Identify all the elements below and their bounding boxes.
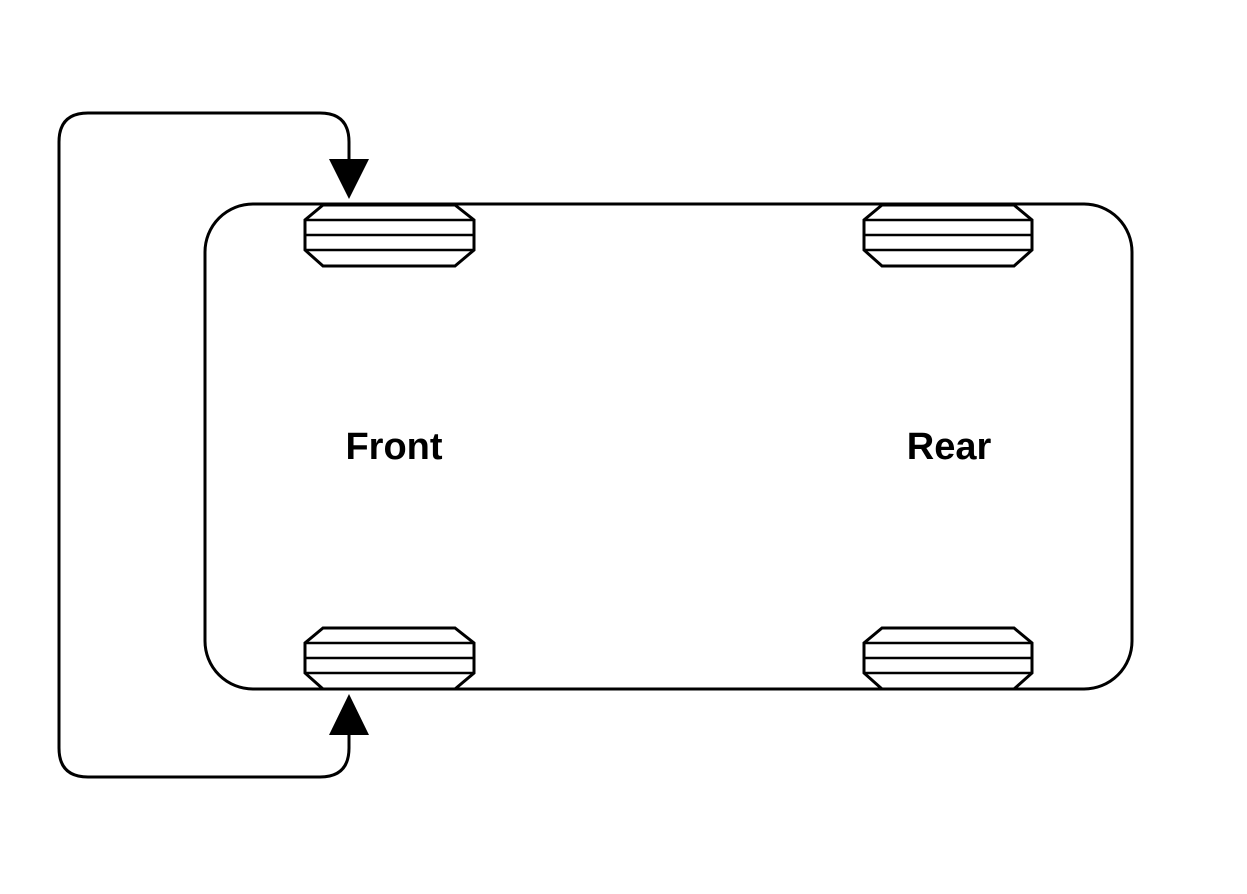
tire-rear-top xyxy=(862,203,1034,268)
arrow-down-icon xyxy=(329,159,369,199)
front-label: Front xyxy=(345,426,442,468)
vehicle-body xyxy=(203,202,1134,691)
tire-front-top xyxy=(303,203,476,268)
rear-label: Rear xyxy=(907,426,992,468)
tire-rear-bottom xyxy=(862,626,1034,691)
arrow-up-icon xyxy=(329,694,369,735)
tire-front-bottom xyxy=(303,626,476,691)
rotation-connector xyxy=(57,111,351,779)
